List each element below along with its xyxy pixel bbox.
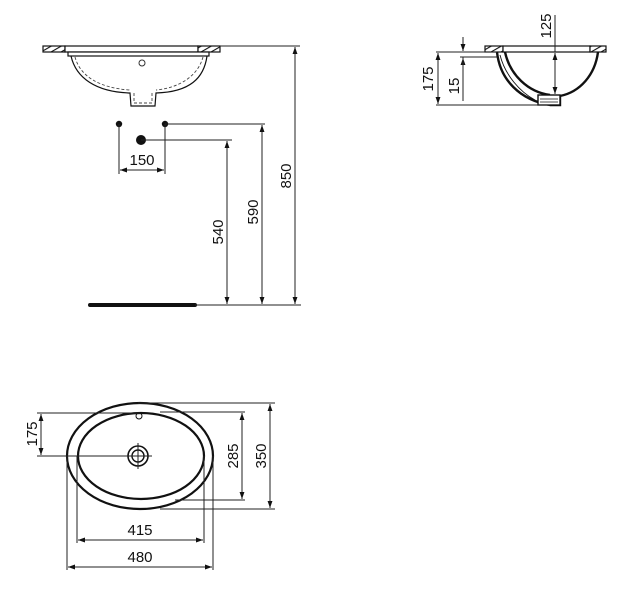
dim-label-outer-width: 480: [127, 549, 152, 566]
dim-label-waste-height: 540: [210, 219, 227, 244]
plan-view: 175 285 350 415 480: [24, 401, 275, 570]
front-view: 150 540 590 850: [42, 45, 301, 307]
overflow-hole: [138, 59, 146, 67]
waste-outlet: [125, 443, 152, 469]
dim-label-supply-height: 590: [245, 199, 262, 224]
basin-bowl: [70, 55, 208, 107]
dim-label-waste-offset: 175: [24, 421, 41, 446]
dim-label-outer-depth: 350: [253, 443, 270, 468]
dim-label-bowl-depth: 125: [538, 13, 555, 38]
dim-label-inner-depth: 285: [225, 443, 242, 468]
dim-label-tap-spacing: 150: [129, 152, 154, 169]
countertop: [42, 45, 221, 57]
side-section: 125 15 175: [420, 13, 607, 107]
dim-label-rim-height: 850: [278, 163, 295, 188]
dim-label-inner-width: 415: [127, 522, 152, 539]
dim-label-overall-depth: 175: [420, 66, 437, 91]
dim-label-rim-thickness: 15: [446, 78, 463, 95]
